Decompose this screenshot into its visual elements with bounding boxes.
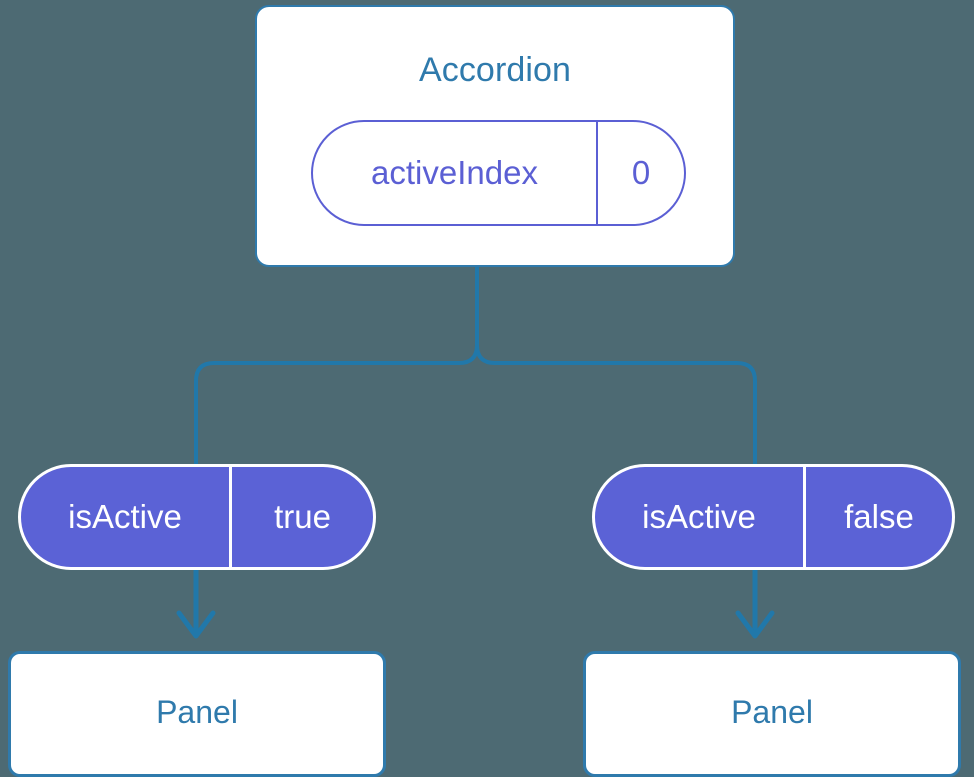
panel-label: Panel bbox=[731, 693, 813, 730]
prop-value-label: false bbox=[844, 498, 914, 535]
prop-key-label: isActive bbox=[21, 467, 232, 567]
arrow-right bbox=[735, 570, 775, 639]
prop-pill-is-active-false[interactable]: isActive false bbox=[592, 464, 955, 570]
accordion-title: Accordion bbox=[418, 51, 572, 89]
accordion-node[interactable]: Accordion activeIndex 0 bbox=[255, 5, 735, 267]
prop-value-label: true bbox=[274, 498, 331, 535]
prop-pill-is-active-true[interactable]: isActive true bbox=[18, 464, 376, 570]
connector-branch-right bbox=[475, 344, 757, 464]
state-value-label: 0 bbox=[631, 154, 651, 191]
panel-label: Panel bbox=[156, 693, 238, 730]
panel-node-right[interactable]: Panel bbox=[583, 651, 961, 777]
prop-key-label: isActive bbox=[595, 467, 806, 567]
panel-node-left[interactable]: Panel bbox=[8, 651, 386, 777]
state-key-label: activeIndex bbox=[313, 122, 598, 224]
connector-branch-left bbox=[194, 267, 479, 464]
state-pill-active-index[interactable]: activeIndex 0 bbox=[311, 120, 686, 226]
arrow-left bbox=[176, 570, 216, 639]
